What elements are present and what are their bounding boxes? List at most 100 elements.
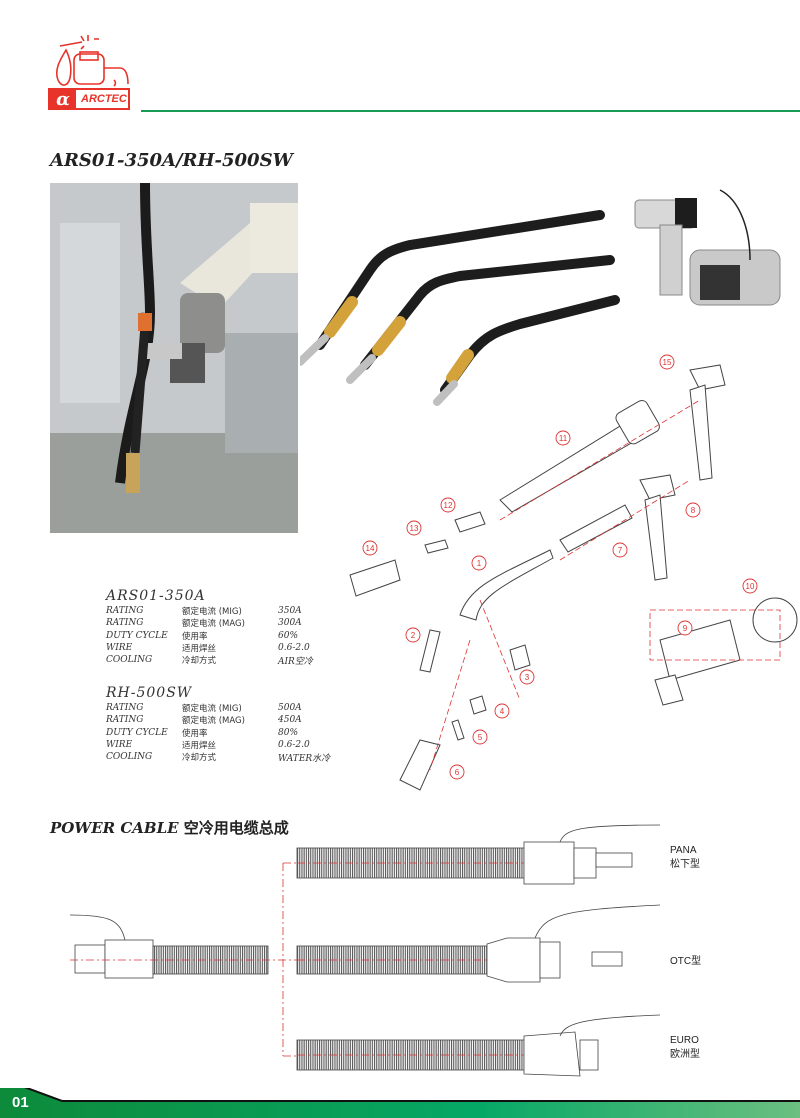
- callout-number: 14: [366, 544, 375, 553]
- spec-row: DUTY CYCLE 使用率 60%: [106, 630, 313, 642]
- spec-row: COOLING 冷却方式 AIR空冷: [106, 654, 313, 667]
- spec-cn: 额定电流 (MAG): [182, 619, 245, 630]
- spec-key: COOLING: [106, 752, 153, 763]
- callout-4: 4: [494, 703, 510, 719]
- callout-number: 5: [478, 733, 483, 742]
- callout-number: 1: [477, 559, 482, 568]
- spec-cn: 冷却方式: [182, 753, 217, 764]
- spec-row: RATING 额定电流 (MIG) 350A: [106, 605, 313, 617]
- spec-value: 500A: [278, 703, 302, 714]
- power-cable-title-en: POWER CABLE: [50, 819, 179, 837]
- spec-cn: 适用焊丝: [182, 741, 217, 752]
- spec-block-rh500sw: RH-500SW RATING 额定电流 (MIG) 500A RATING 额定电流 …: [106, 685, 331, 764]
- power-cable-title-cn: 空冷用电缆总成: [183, 819, 289, 837]
- spec-key: RATING: [106, 606, 144, 617]
- variant-pana: PANA 松下型: [670, 844, 700, 872]
- robot-photo: [50, 183, 298, 533]
- logo-alpha: α: [50, 89, 76, 110]
- product-title: ARS01-350A/RH-500SW: [50, 150, 293, 171]
- spec-cn: 使用率: [182, 728, 208, 739]
- callout-1: 1: [471, 555, 487, 571]
- spec-key: RATING: [106, 618, 144, 629]
- power-cable-title: POWER CABLE 空冷用电缆总成: [50, 817, 289, 838]
- variant-name: EURO: [670, 1035, 699, 1046]
- callout-10: 10: [742, 578, 758, 594]
- callout-6: 6: [449, 764, 465, 780]
- spec-key: WIRE: [106, 740, 133, 751]
- logo-name: ARCTEC: [81, 93, 127, 105]
- callout-7: 7: [612, 542, 628, 558]
- variant-name: PANA: [670, 845, 697, 856]
- spec-model: ARS01-350A: [106, 588, 206, 604]
- callout-number: 4: [500, 707, 505, 716]
- variant-name: OTC型: [670, 956, 702, 967]
- spec-value: 0.6-2.0: [278, 643, 310, 654]
- spec-key: RATING: [106, 703, 144, 714]
- variant-euro: EURO 欧洲型: [670, 1034, 700, 1062]
- spec-row: WIRE 适用焊丝 0.6-2.0: [106, 739, 330, 751]
- spec-cn: 额定电流 (MIG): [182, 704, 242, 715]
- logo-icon: [55, 35, 129, 87]
- spec-cn: 额定电流 (MAG): [182, 716, 245, 727]
- callout-number: 7: [618, 546, 623, 555]
- spec-key: RATING: [106, 715, 144, 726]
- variant-cn: 松下型: [670, 859, 700, 870]
- page-number: 01: [12, 1094, 29, 1111]
- callout-number: 15: [663, 358, 672, 367]
- callout-12: 12: [440, 497, 456, 513]
- callout-11: 11: [555, 430, 571, 446]
- spec-key: WIRE: [106, 643, 133, 654]
- footer-band: [0, 1088, 800, 1118]
- header-divider: [141, 110, 800, 112]
- spec-value: 0.6-2.0: [278, 740, 310, 751]
- callout-15: 15: [659, 354, 675, 370]
- spec-cn: 额定电流 (MIG): [182, 607, 242, 618]
- callout-number: 12: [444, 501, 453, 510]
- parts-line-drawing: [349, 364, 798, 791]
- spec-row: DUTY CYCLE 使用率 80%: [106, 727, 330, 739]
- spec-value: 300A: [278, 618, 302, 629]
- callout-number: 6: [455, 768, 460, 777]
- spec-value: 60%: [278, 630, 299, 641]
- torch-neck-images: [300, 210, 620, 406]
- callout-number: 13: [410, 524, 419, 533]
- spec-value: 350A: [278, 606, 302, 617]
- spec-row: RATING 额定电流 (MAG) 300A: [106, 617, 313, 629]
- spec-value: 450A: [278, 715, 302, 726]
- callout-13: 13: [406, 520, 422, 536]
- variant-otc: OTC型: [670, 955, 701, 969]
- callout-9: 9: [677, 620, 693, 636]
- callout-number: 8: [691, 506, 696, 515]
- callout-number: 3: [525, 673, 530, 682]
- spec-block-ars01: ARS01-350A RATING 额定电流 (MIG) 350A RATING 额定电…: [106, 588, 313, 667]
- callout-3: 3: [519, 669, 535, 685]
- spec-value: 80%: [278, 727, 299, 738]
- callout-8: 8: [685, 502, 701, 518]
- spec-key: DUTY CYCLE: [106, 727, 168, 738]
- power-cable-diagram: [69, 824, 661, 1077]
- spec-model: RH-500SW: [106, 685, 193, 701]
- callout-number: 2: [411, 631, 416, 640]
- spec-row: WIRE 适用焊丝 0.6-2.0: [106, 642, 313, 654]
- brand-logo: α ARCTEC: [48, 88, 130, 110]
- holder-image: [634, 189, 781, 306]
- spec-value: WATER水冷: [278, 753, 331, 764]
- spec-cn: 适用焊丝: [182, 644, 217, 655]
- spec-row: RATING 额定电流 (MAG) 450A: [106, 714, 330, 726]
- callout-2: 2: [405, 627, 421, 643]
- callout-number: 9: [683, 624, 688, 633]
- callout-14: 14: [362, 540, 378, 556]
- callout-5: 5: [472, 729, 488, 745]
- spec-value: AIR空冷: [278, 656, 313, 667]
- spec-cn: 冷却方式: [182, 656, 217, 667]
- callout-number: 10: [746, 582, 755, 591]
- spec-cn: 使用率: [182, 631, 208, 642]
- spec-key: COOLING: [106, 655, 153, 666]
- variant-cn: 欧洲型: [670, 1049, 700, 1060]
- callout-number: 11: [559, 434, 568, 443]
- spec-row: COOLING 冷却方式 WATER水冷: [106, 751, 331, 764]
- spec-key: DUTY CYCLE: [106, 630, 168, 641]
- spec-row: RATING 额定电流 (MIG) 500A: [106, 702, 330, 714]
